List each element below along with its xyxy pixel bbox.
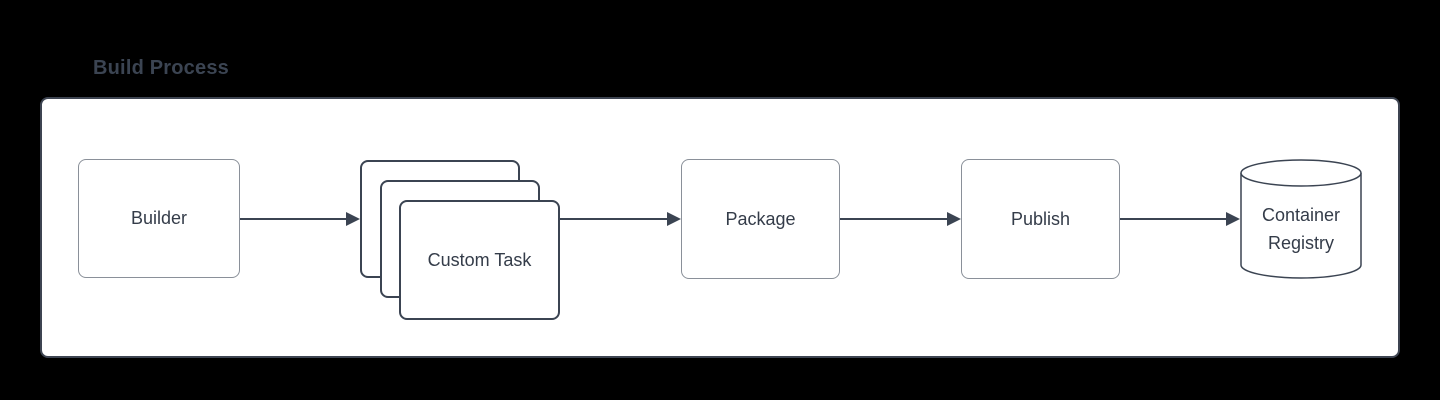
container-registry-line1: Container <box>1261 205 1341 225</box>
node-publish[interactable]: Publish <box>961 159 1120 279</box>
cylinder-shape-icon <box>1240 159 1362 279</box>
node-builder[interactable]: Builder <box>78 159 240 278</box>
node-custom-task-front[interactable]: Custom Task <box>399 200 560 320</box>
node-publish-label: Publish <box>1010 208 1071 229</box>
node-custom-task-label: Custom Task <box>427 249 532 270</box>
node-container-registry[interactable]: Container Registry <box>1240 159 1362 279</box>
node-package[interactable]: Package <box>681 159 840 279</box>
node-container-registry-label: Container Registry <box>1240 201 1362 257</box>
container-registry-line2: Registry <box>1267 233 1334 253</box>
node-builder-label: Builder <box>130 208 188 228</box>
node-package-label: Package <box>725 208 796 229</box>
diagram-title: Build Process <box>93 57 229 79</box>
